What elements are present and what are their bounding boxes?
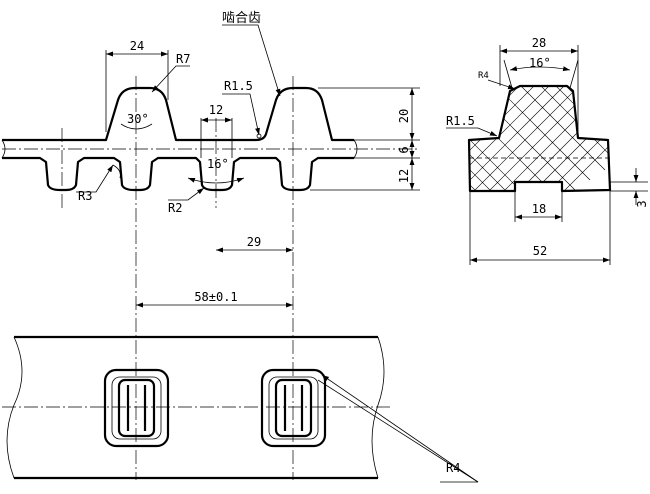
dim-20-text: 20 [397, 109, 411, 123]
r2-text: R2 [168, 201, 182, 215]
r3-callout: R3 [76, 164, 121, 203]
dim-3: 3 [610, 168, 649, 208]
dim-58-text: 58±0.1 [194, 290, 237, 304]
dim-12-right-text: 12 [397, 169, 411, 183]
plan-tooth-1 [103, 368, 170, 448]
dim-28-text: 28 [532, 36, 546, 50]
dim-24-text: 24 [130, 39, 144, 53]
r3-text: R3 [78, 189, 92, 203]
dim-18-text: 18 [532, 202, 546, 216]
angle-30-text: 30° [127, 112, 149, 126]
dim-12: 12 [200, 103, 233, 158]
belt-plan-view: R4 [2, 335, 479, 483]
belt-cross-section [467, 84, 612, 193]
r2-callout: R2 [168, 187, 205, 215]
dim-29-text: 29 [247, 235, 261, 249]
dim-12-text: 12 [209, 103, 223, 117]
belt-bottom-outline [2, 156, 354, 192]
dim-52-text: 52 [533, 244, 547, 258]
dim-18: 18 [514, 191, 563, 222]
r1-5-left-callout: R1.5 [222, 79, 262, 139]
angle-16-left: 16° [187, 157, 245, 184]
belt-side-profile [1, 76, 420, 480]
section-hatching [469, 86, 610, 191]
dim-58: 58±0.1 [136, 290, 293, 308]
plan-break-left [6, 336, 23, 479]
r7-callout: R7 [151, 52, 190, 93]
mesh-teeth-callout: 啮合齿 [222, 11, 281, 97]
dim-24: 24 [105, 39, 169, 132]
dims-right-stack: 20 6 12 [310, 87, 420, 191]
r1-5-left-text: R1.5 [224, 79, 253, 93]
r4-bottom-text: R4 [446, 461, 460, 475]
mesh-teeth-text: 啮合齿 [222, 11, 261, 26]
dim-3-text: 3 [635, 200, 649, 207]
r1-5-right-text: R1.5 [446, 114, 475, 128]
dim-6-text: 6 [397, 146, 411, 153]
belt-top-outline [2, 86, 354, 142]
r7-text: R7 [176, 52, 190, 66]
dim-52: 52 [469, 190, 611, 265]
plan-tooth-2 [260, 368, 327, 448]
angle-16-right: 16° [503, 56, 579, 89]
r4-small-text: R4 [478, 71, 489, 81]
r4-small-callout: R4 [478, 71, 516, 90]
r4-bottom-callout: R4 [317, 374, 479, 483]
plan-break-right [371, 336, 385, 479]
angle-16-left-text: 16° [207, 157, 229, 171]
dim-29: 29 [216, 235, 293, 253]
r1-5-right-callout: R1.5 [446, 114, 498, 137]
angle-30: 30° [120, 112, 153, 130]
angle-16-right-text: 16° [529, 56, 551, 70]
